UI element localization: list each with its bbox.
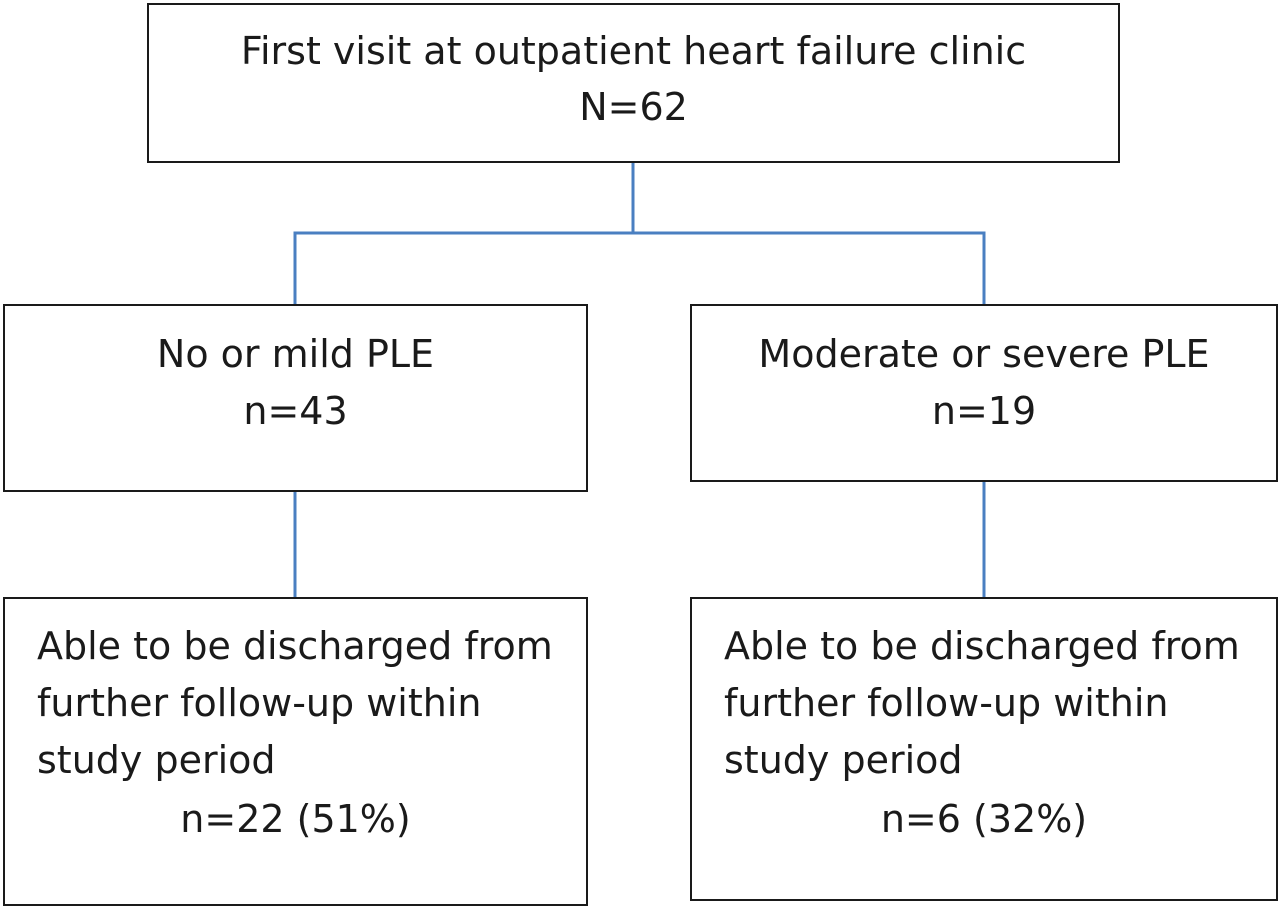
left-outcome-box	[3, 597, 588, 906]
right-outcome-box	[690, 597, 1278, 901]
right-outcome-count: n=6 (32%)	[880, 797, 1088, 841]
root-title: First visit at outpatient heart failure …	[240, 29, 1027, 73]
right-group-title: Moderate or severe PLE	[758, 332, 1210, 376]
left-outcome-line-2: further follow-up within	[37, 681, 482, 725]
right-outcome-line-1: Able to be discharged from	[724, 624, 1240, 668]
left-group-box	[3, 304, 588, 492]
connector-branch-horizontal	[293, 231, 986, 304]
right-outcome-line-2: further follow-up within	[724, 681, 1169, 725]
root-count: N=62	[579, 85, 688, 129]
right-group-box	[690, 304, 1278, 482]
left-group-count: n=43	[243, 389, 348, 433]
root-box	[147, 3, 1120, 163]
right-group-count: n=19	[931, 389, 1037, 433]
left-outcome-line-1: Able to be discharged from	[37, 624, 553, 668]
left-outcome-line-3: study period	[37, 738, 276, 782]
right-outcome-line-3: study period	[724, 738, 963, 782]
left-group-title: No or mild PLE	[156, 332, 435, 376]
left-outcome-count: n=22 (51%)	[180, 797, 411, 841]
